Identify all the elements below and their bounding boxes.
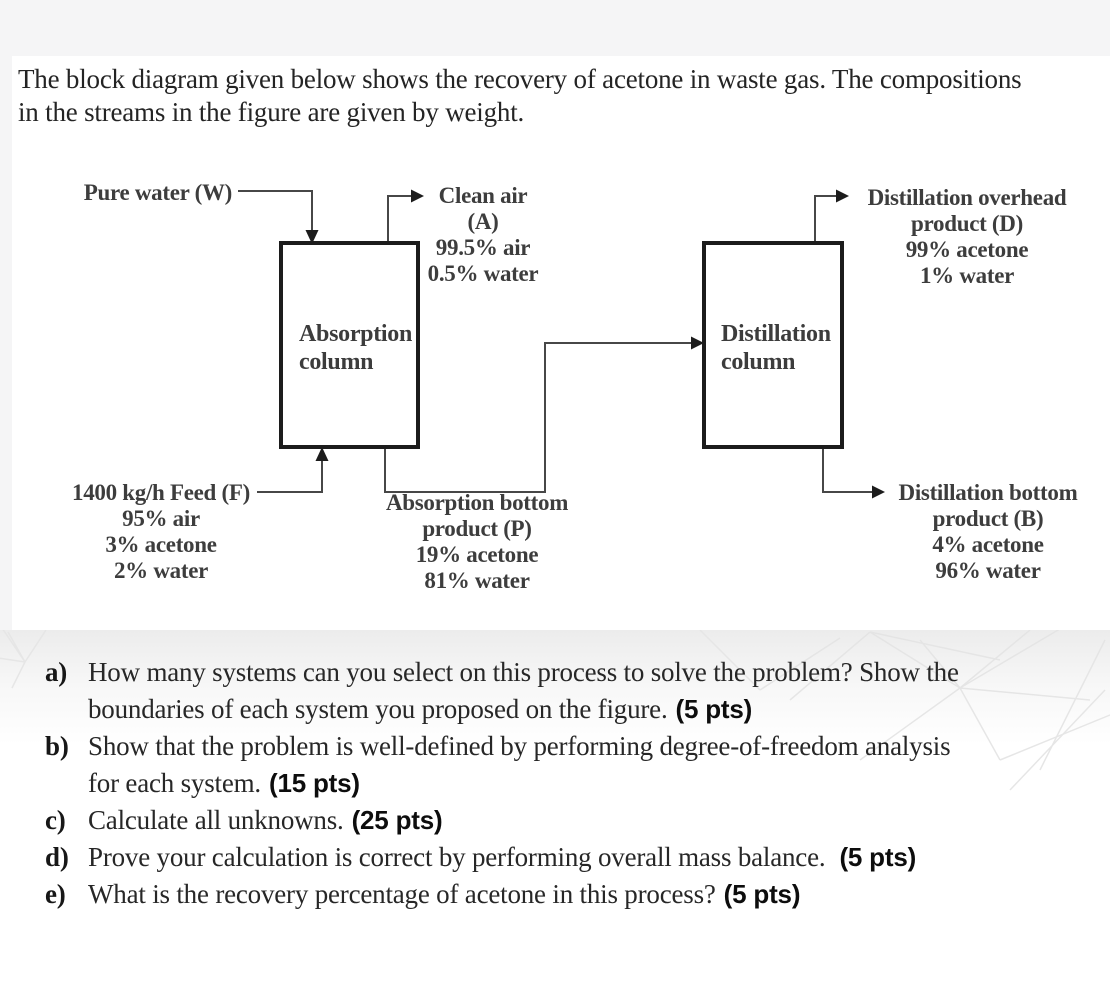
question-d-label: d) [45, 842, 69, 872]
question-c-label: c) [45, 805, 66, 835]
arrowhead-dist-bottom-icon [872, 485, 885, 499]
stream-label-absorption-bottom: Absorption bottom product (P) 19% aceton… [367, 490, 587, 594]
question-a-text-2: boundaries of each system you proposed o… [88, 694, 668, 724]
scan-edge-top [0, 0, 1110, 56]
stream-line-clean-air [387, 195, 412, 243]
question-d-text-1: Prove your calculation is correct by per… [88, 842, 826, 872]
dist-bottom-line-3: 4% acetone [932, 532, 1044, 557]
clean-air-line-1: Clean air (A) [438, 183, 528, 234]
arrowhead-overhead-icon [836, 189, 849, 203]
distillation-column-label: Distillation column [721, 320, 831, 376]
question-b-line-1: b) Show that the problem is well-defined … [45, 730, 951, 762]
question-e-label: e) [45, 879, 66, 909]
question-a-label: a) [45, 657, 68, 687]
question-c-line-1: c) Calculate all unknowns.(25 pts) [45, 804, 443, 836]
absorption-label-line-2: column [299, 349, 374, 375]
question-b-text-2: for each system. [88, 768, 261, 798]
question-b-line-2: for each system. (15 pts) [88, 767, 360, 799]
question-b-points: (15 pts) [269, 768, 360, 798]
scan-edge-left [0, 0, 12, 630]
process-flow-diagram [238, 189, 885, 499]
intro-line-2: in the streams in the figure are given b… [18, 97, 525, 127]
arrowhead-pure-water-icon [305, 230, 319, 244]
stream-line-absorption-bottom [384, 342, 692, 493]
intro-paragraph: The block diagram given below shows the … [18, 63, 1103, 129]
overhead-line-2: product (D) [911, 211, 1023, 236]
overhead-line-4: 1% water [919, 263, 1015, 288]
absorption-bottom-line-4: 81% water [424, 568, 530, 593]
question-c-text-1: Calculate all unknowns. [88, 805, 344, 835]
watermark-network-pattern [0, 619, 1110, 791]
clean-air-line-2: 99.5% air [435, 235, 531, 260]
question-a-line-1: a) How many systems can you select on thi… [45, 656, 959, 688]
feed-line-3: 3% acetone [105, 532, 217, 557]
absorption-label-line-1: Absorption [299, 321, 413, 347]
clean-air-line-3: 0.5% water [427, 261, 539, 286]
question-c-points: (25 pts) [351, 805, 443, 835]
overhead-line-1: Distillation overhead [867, 185, 1067, 210]
overhead-line-3: 99% acetone [905, 237, 1029, 262]
question-d-line-1: d) Prove your calculation is correct by p… [45, 841, 916, 873]
question-d-points: (5 pts) [839, 842, 917, 872]
distillation-label-line-2: column [721, 349, 796, 375]
feed-line-4: 2% water [113, 558, 209, 583]
feed-line-2: 95% air [122, 506, 200, 531]
stream-line-overhead [814, 195, 837, 243]
question-e-line-1: e) What is the recovery percentage of ace… [45, 878, 800, 910]
absorption-bottom-line-1: Absorption bottom [385, 490, 569, 515]
stream-label-feed: 1400 kg/h Feed (F) 95% air 3% acetone 2%… [50, 480, 272, 584]
arrowhead-absorption-bottom-icon [691, 336, 704, 350]
intro-line-1: The block diagram given below shows the … [18, 64, 1022, 94]
question-b-label: b) [45, 731, 69, 761]
stream-line-pure-water [238, 190, 313, 232]
question-e-points: (5 pts) [723, 879, 801, 909]
question-e-text-1: What is the recovery percentage of aceto… [88, 879, 716, 909]
questions-section-background [0, 619, 1110, 984]
feed-line-1: 1400 kg/h Feed (F) [72, 480, 250, 505]
absorption-column-label: Absorption column [299, 320, 412, 376]
absorption-column-box [279, 241, 420, 449]
stream-label-pure-water: Pure water (W) [83, 180, 233, 205]
question-b-text-1: Show that the problem is well-defined by… [88, 731, 951, 761]
stream-line-feed [257, 460, 323, 493]
arrowhead-clean-air-icon [411, 189, 424, 203]
absorption-bottom-line-3: 19% acetone [415, 542, 539, 567]
stream-line-dist-bottom [822, 448, 873, 493]
arrowhead-feed-icon [315, 447, 329, 461]
dist-bottom-line-4: 96% water [935, 558, 1041, 583]
distillation-column-box [702, 241, 844, 449]
stream-label-overhead: Distillation overhead product (D) 99% ac… [857, 185, 1077, 289]
distillation-label-line-1: Distillation [721, 321, 831, 347]
stream-label-dist-bottom: Distillation bottom product (B) 4% aceto… [878, 480, 1098, 584]
dist-bottom-line-1: Distillation bottom [898, 480, 1078, 505]
question-a-line-2: boundaries of each system you proposed o… [88, 693, 752, 725]
absorption-bottom-line-2: product (P) [422, 516, 532, 541]
question-a-points: (5 pts) [675, 694, 753, 724]
stream-label-clean-air: Clean air (A) 99.5% air 0.5% water [423, 183, 543, 287]
question-a-text-1: How many systems can you select on this … [88, 657, 959, 687]
dist-bottom-line-2: product (B) [932, 506, 1044, 531]
